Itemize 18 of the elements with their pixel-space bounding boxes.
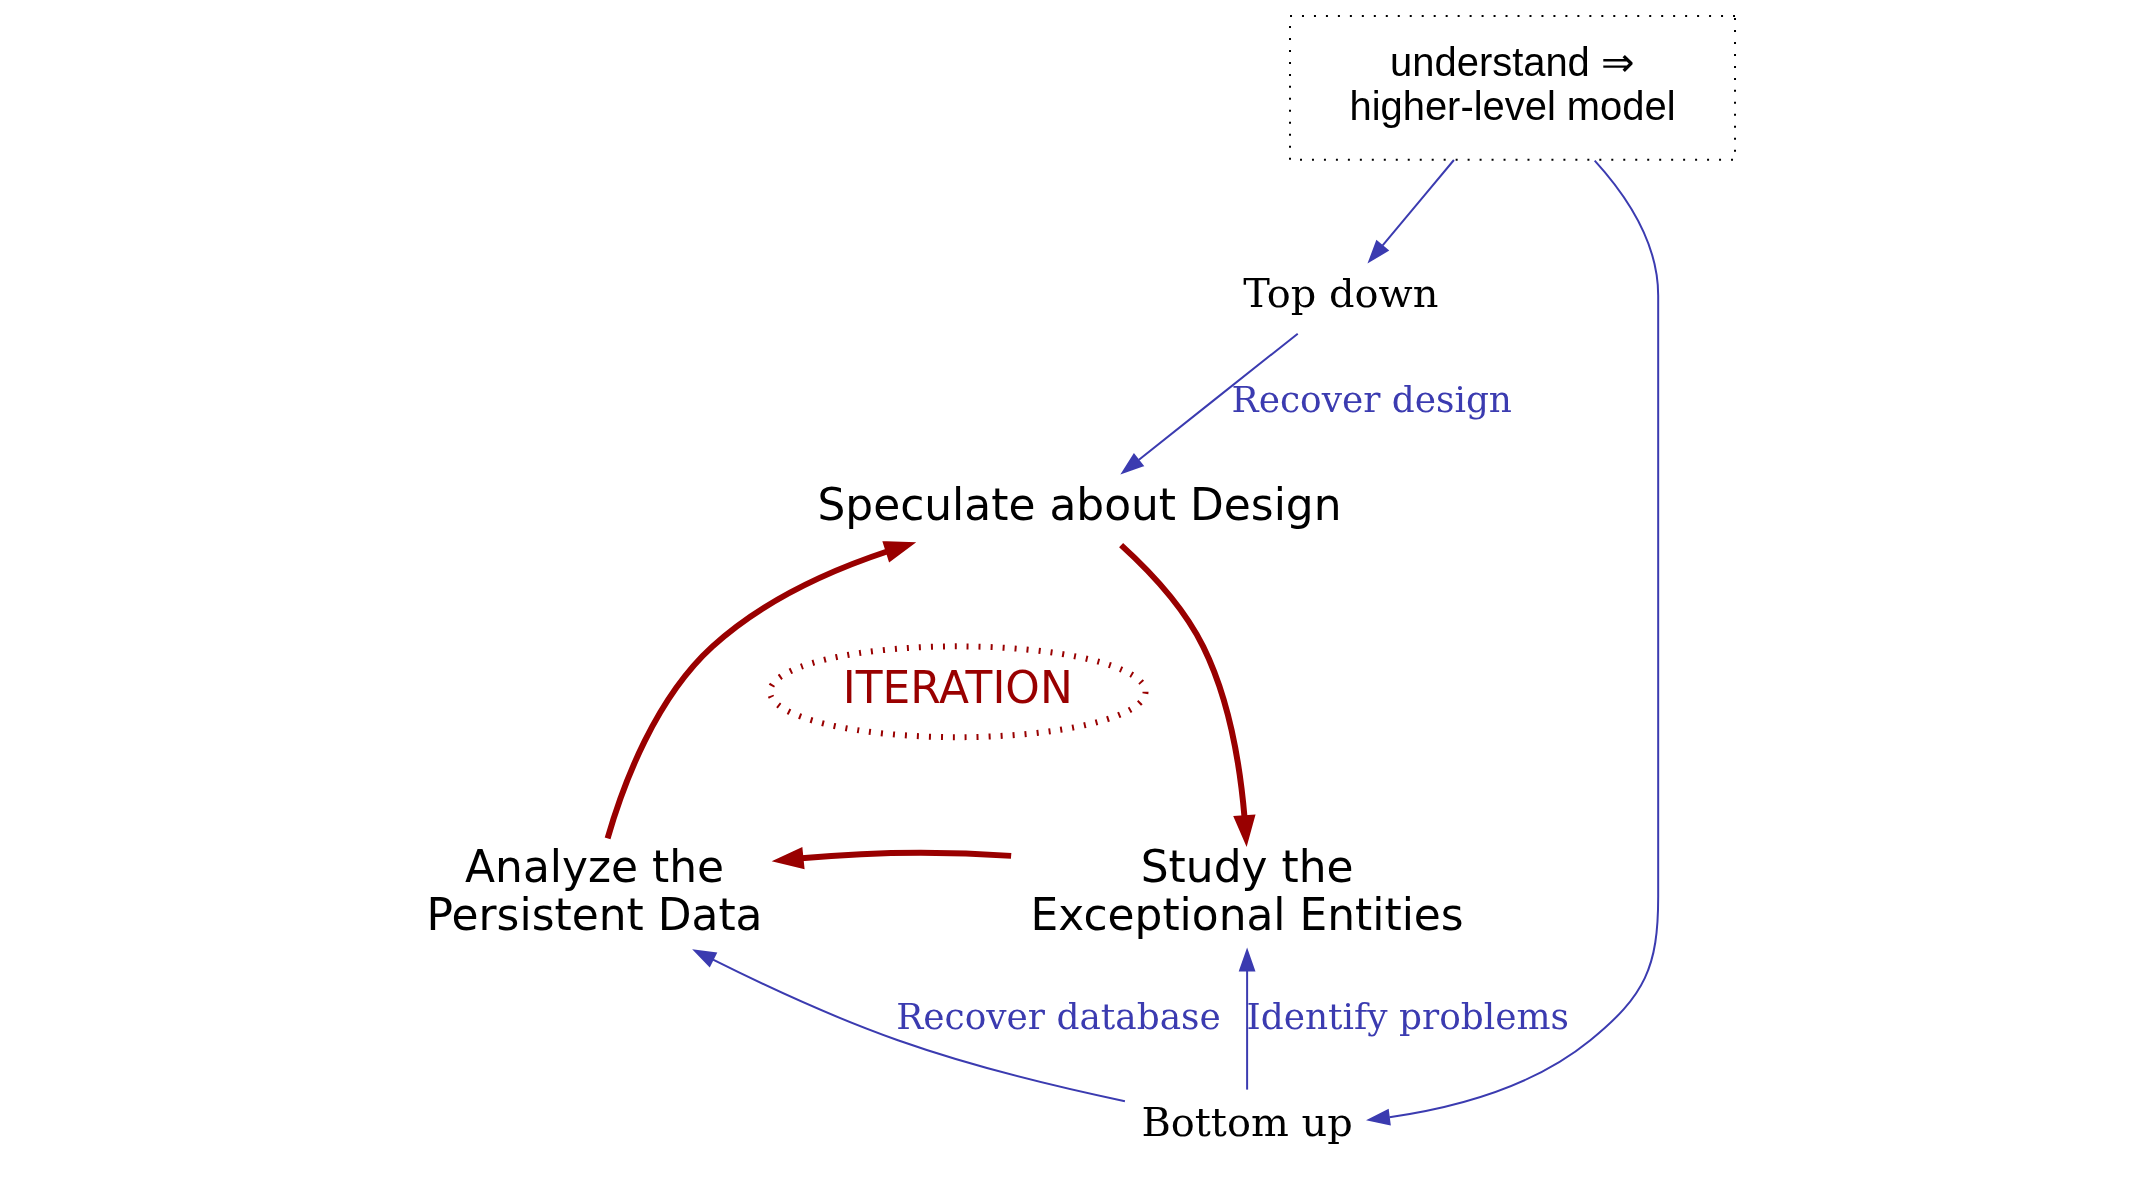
node-text: Study the Exceptional Entities: [1030, 840, 1464, 940]
arrow: [1119, 542, 1256, 848]
arrow: [771, 846, 1012, 870]
node-text: Bottom up: [1141, 1099, 1353, 1146]
edge-label: Recover design: [1231, 378, 1513, 420]
arrow: [692, 949, 1126, 1103]
arrow: [1120, 332, 1299, 475]
node-text: Speculate about Design: [817, 479, 1342, 531]
node-text: Analyze the Persistent Data: [426, 840, 763, 940]
node-box: understand ⇒ higher-level model: [1289, 15, 1736, 161]
arrow: [604, 541, 917, 840]
arrow: [1367, 159, 1455, 264]
edge-label: Recover database: [896, 996, 1221, 1038]
node-text: Top down: [1243, 270, 1439, 317]
arrow: [1238, 947, 1256, 1091]
node-ellipse: ITERATION: [767, 643, 1149, 741]
edge-label: Identify problems: [1246, 996, 1569, 1038]
arrow: [1366, 159, 1660, 1126]
